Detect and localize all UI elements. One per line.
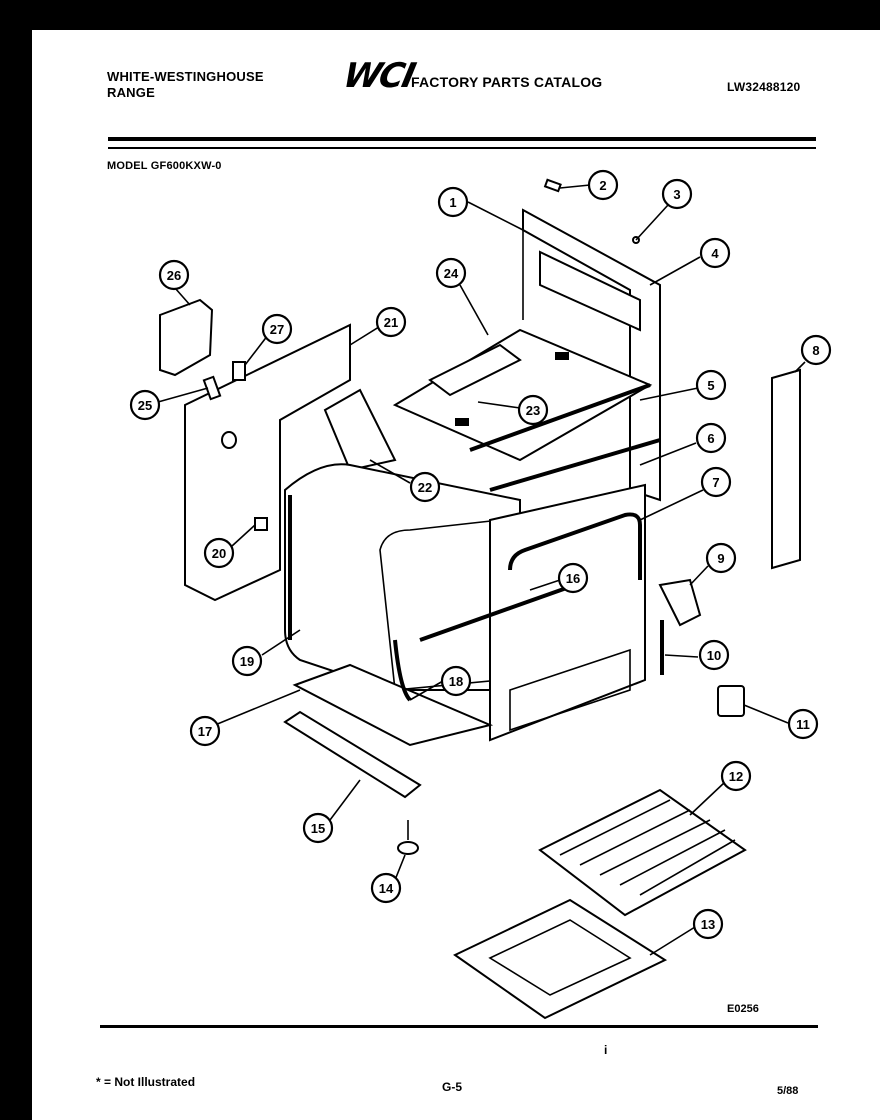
callout-19: 19 [231, 645, 263, 677]
svg-text:20: 20 [212, 546, 226, 561]
part-clip [543, 178, 562, 193]
svg-text:3: 3 [673, 187, 680, 202]
callout-27: 27 [261, 313, 293, 345]
svg-text:10: 10 [707, 648, 721, 663]
svg-text:16: 16 [566, 571, 580, 586]
part-rod [419, 583, 576, 642]
callout-8: 8 [800, 334, 832, 366]
svg-text:13: 13 [701, 917, 715, 932]
callout-18: 18 [440, 665, 472, 697]
svg-text:25: 25 [138, 398, 152, 413]
part-rail-upper [469, 383, 651, 452]
part-seal [393, 639, 412, 702]
part-drawer-front [283, 710, 422, 799]
svg-text:23: 23 [526, 403, 540, 418]
callout-14: 14 [370, 872, 402, 904]
not-illustrated-note: * = Not Illustrated [96, 1075, 196, 1089]
svg-text:12: 12 [729, 769, 743, 784]
callout-10: 10 [698, 639, 730, 671]
svg-text:24: 24 [444, 266, 459, 281]
page-number: G-5 [442, 1080, 463, 1094]
callout-17: 17 [189, 715, 221, 747]
callout-4: 4 [699, 237, 731, 269]
svg-text:4: 4 [711, 246, 719, 261]
callout-21: 21 [375, 306, 407, 338]
svg-text:26: 26 [167, 268, 181, 283]
callout-6: 6 [695, 422, 727, 454]
svg-text:27: 27 [270, 322, 284, 337]
part-latch [202, 375, 222, 401]
callout-2: 2 [587, 169, 619, 201]
svg-text:17: 17 [198, 724, 212, 739]
footer-rule [100, 1025, 818, 1028]
document-number: LW32488120 [727, 80, 801, 94]
part-bottom-panel [292, 663, 494, 747]
callout-25: 25 [129, 389, 161, 421]
figure-code: E0256 [727, 1003, 759, 1015]
catalog-date: 5/88 [777, 1085, 799, 1097]
part-hinge [658, 578, 702, 627]
part-block [232, 361, 246, 381]
callout-13: 13 [692, 908, 724, 940]
callout-15: 15 [302, 812, 334, 844]
svg-text:2: 2 [599, 178, 606, 193]
part-door [489, 483, 646, 742]
callout-9: 9 [705, 542, 737, 574]
part-oven-rack [538, 788, 747, 917]
part-broiler-pan [453, 898, 668, 1020]
svg-text:11: 11 [796, 717, 810, 732]
callout-1: 1 [437, 186, 469, 218]
svg-text:1: 1 [449, 195, 456, 210]
svg-text:15: 15 [311, 821, 325, 836]
callout-16: 16 [557, 562, 589, 594]
part-vent [323, 388, 397, 472]
callout-22: 22 [409, 471, 441, 503]
svg-text:5: 5 [707, 378, 714, 393]
part-side-panel [184, 323, 351, 602]
callout-23: 23 [517, 394, 549, 426]
callout-24: 24 [435, 257, 467, 289]
part-cap [717, 685, 745, 717]
callout-26: 26 [158, 259, 190, 291]
header-rule-thin [108, 147, 816, 149]
part-oven-liner [284, 463, 521, 691]
part-top-plate [392, 328, 653, 462]
model-number: MODEL GF600KXW-0 [107, 160, 222, 172]
svg-text:6: 6 [707, 431, 714, 446]
callout-20: 20 [203, 537, 235, 569]
svg-text:7: 7 [712, 475, 719, 490]
catalog-title: FACTORY PARTS CATALOG [411, 74, 603, 90]
part-leveler [397, 820, 419, 855]
part-screw-bracket [254, 517, 268, 531]
callout-5: 5 [695, 369, 727, 401]
svg-text:14: 14 [379, 881, 394, 896]
svg-text:22: 22 [418, 480, 432, 495]
callout-7: 7 [700, 466, 732, 498]
callout-12: 12 [720, 760, 752, 792]
svg-text:21: 21 [384, 315, 398, 330]
leader-lines [157, 184, 806, 956]
brand-line-1: WHITE-WESTINGHOUSE [107, 69, 264, 84]
brand-line-2: RANGE [107, 85, 155, 100]
svg-text:18: 18 [449, 674, 463, 689]
header-rule-thick [108, 137, 816, 141]
scan-mark: i [604, 1043, 608, 1057]
part-rail-lower [489, 438, 661, 492]
callout-11: 11 [787, 708, 819, 740]
svg-text:19: 19 [240, 654, 254, 669]
svg-text:8: 8 [812, 343, 819, 358]
svg-text:9: 9 [717, 551, 724, 566]
part-trim-strip [771, 368, 801, 570]
callout-3: 3 [661, 178, 693, 210]
brand-title: WHITE-WESTINGHOUSE RANGE [107, 69, 264, 101]
part-bracket [159, 298, 214, 377]
